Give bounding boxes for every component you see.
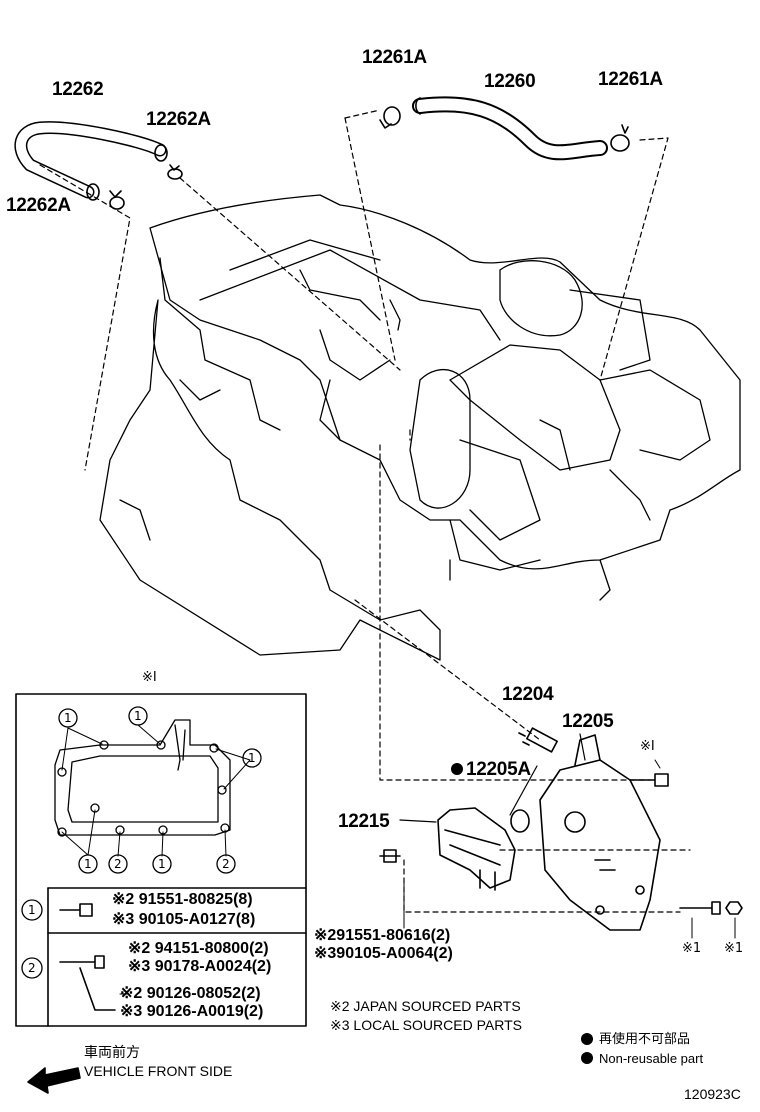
circle-label: 1 — [158, 857, 166, 871]
circle-label: 1 — [134, 709, 142, 723]
gasket-leaders — [61, 724, 251, 857]
leader-lines — [39, 109, 691, 913]
table-key-1: 1 — [28, 903, 36, 917]
bolt-bottom-b — [725, 901, 743, 915]
engine-block — [99, 194, 741, 661]
table-row2-b: ※3 90178-A0024(2) — [128, 958, 272, 975]
legend-en: Non-reusable part — [599, 1051, 704, 1066]
bullet-12205A-icon — [451, 763, 463, 775]
circle-label: 1 — [64, 711, 72, 725]
legend-dot-icon-2 — [581, 1052, 593, 1064]
table-row2-c: ※2 90126-08052(2) — [120, 985, 261, 1002]
clamp-12262A-left — [109, 190, 125, 210]
gasket-circles — [21, 706, 262, 979]
front-arrow-icon — [27, 1067, 81, 1094]
label-12261A-right: 12261A — [598, 69, 663, 90]
hose-12260 — [412, 96, 608, 161]
note-local: ※3 LOCAL SOURCED PARTS — [330, 1017, 522, 1033]
mark-1-bottom-a: ※1 — [682, 941, 702, 956]
label-12215: 12215 — [338, 811, 390, 832]
label-12205: 12205 — [562, 711, 614, 732]
bolt-line-a: ※291551-80616(2) — [314, 927, 451, 944]
bracket-12205 — [539, 734, 661, 931]
front-en: VEHICLE FRONT SIDE — [84, 1063, 233, 1079]
clamp-12261A-left — [379, 106, 401, 129]
label-12204: 12204 — [502, 684, 554, 705]
table-bolt-2 — [59, 955, 116, 1011]
figure-id: 120923C — [684, 1086, 741, 1102]
gasket-box — [15, 693, 307, 1027]
table-key-2: 2 — [28, 961, 36, 975]
clamp-12261A-right — [610, 124, 630, 152]
sensor-12204 — [518, 727, 558, 753]
circle-label: 1 — [84, 857, 92, 871]
table-bolt-1 — [59, 903, 93, 917]
note-japan: ※2 JAPAN SOURCED PARTS — [330, 998, 521, 1014]
mark-1-top: ※I — [640, 739, 655, 754]
bolt-bottom-a — [679, 901, 721, 915]
front-jp: 車両前方 — [84, 1044, 140, 1060]
label-12260: 12260 — [484, 71, 536, 92]
hose-12262 — [14, 121, 168, 201]
label-12262A-left: 12262A — [6, 195, 71, 216]
circle-label: 1 — [248, 751, 256, 765]
table-row1-b: ※3 90105-A0127(8) — [112, 911, 256, 928]
clamp-12262A-right — [167, 164, 183, 180]
mark-1-bottom-b: ※1 — [724, 941, 744, 956]
body-12215 — [437, 807, 516, 891]
label-12261A-left: 12261A — [362, 47, 427, 68]
legend-dot-icon — [581, 1033, 593, 1045]
oring-12205A — [510, 809, 530, 833]
table-row2-a: ※2 94151-80800(2) — [128, 940, 269, 957]
gasket-outline — [54, 719, 231, 837]
table-row1-a: ※2 91551-80825(8) — [112, 891, 253, 908]
label-12262A-right: 12262A — [146, 109, 211, 130]
bolt-right-top — [629, 773, 669, 787]
bolt-line-b: ※390105-A0064(2) — [314, 945, 453, 962]
label-12205A: 12205A — [466, 759, 531, 780]
label-12262: 12262 — [52, 79, 104, 100]
circle-label: 2 — [114, 857, 122, 871]
circle-label: 2 — [222, 857, 230, 871]
bolt-center — [379, 849, 401, 863]
legend-jp: 再使用不可部品 — [599, 1031, 691, 1046]
table-row2-d: ※3 90126-A0019(2) — [120, 1003, 264, 1020]
mark-1-box: ※I — [142, 670, 157, 685]
